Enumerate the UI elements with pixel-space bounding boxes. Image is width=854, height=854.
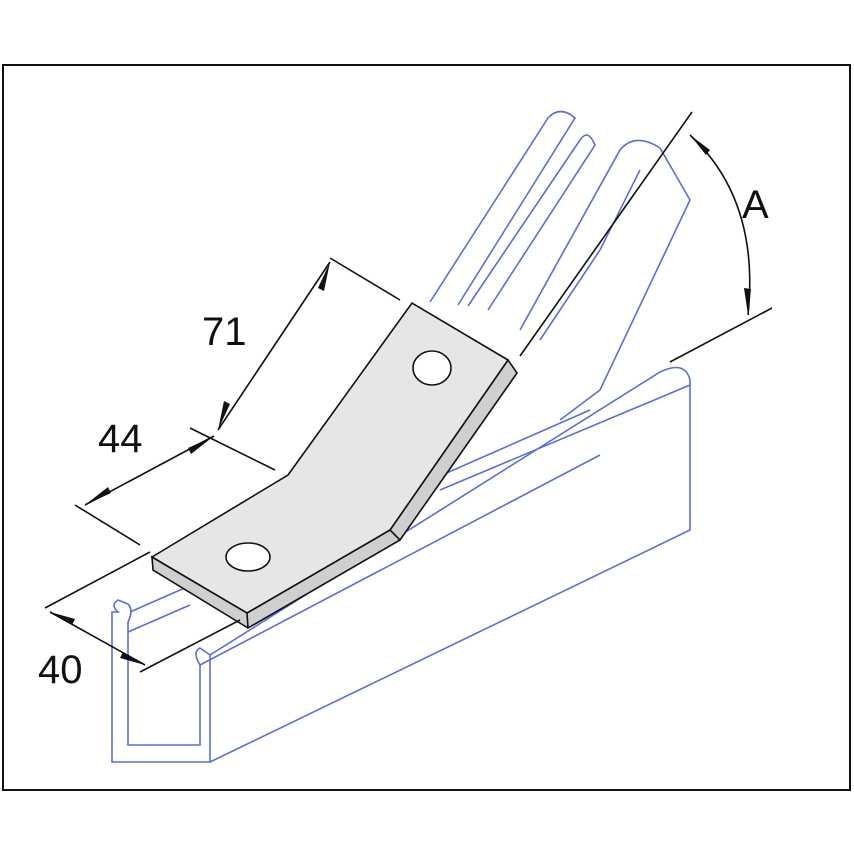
dimension-label-40: 40	[38, 648, 83, 692]
dimension-arrows	[50, 135, 751, 665]
angle-label-a: A	[742, 183, 769, 227]
angled-channel	[429, 110, 691, 421]
dimension-label-44: 44	[98, 417, 143, 461]
angle-bracket	[150, 301, 518, 629]
bolt-hole-upper	[412, 350, 452, 386]
dimension-label-71: 71	[202, 310, 247, 354]
frame-border	[2, 64, 851, 791]
bolt-hole-lower	[225, 542, 271, 572]
